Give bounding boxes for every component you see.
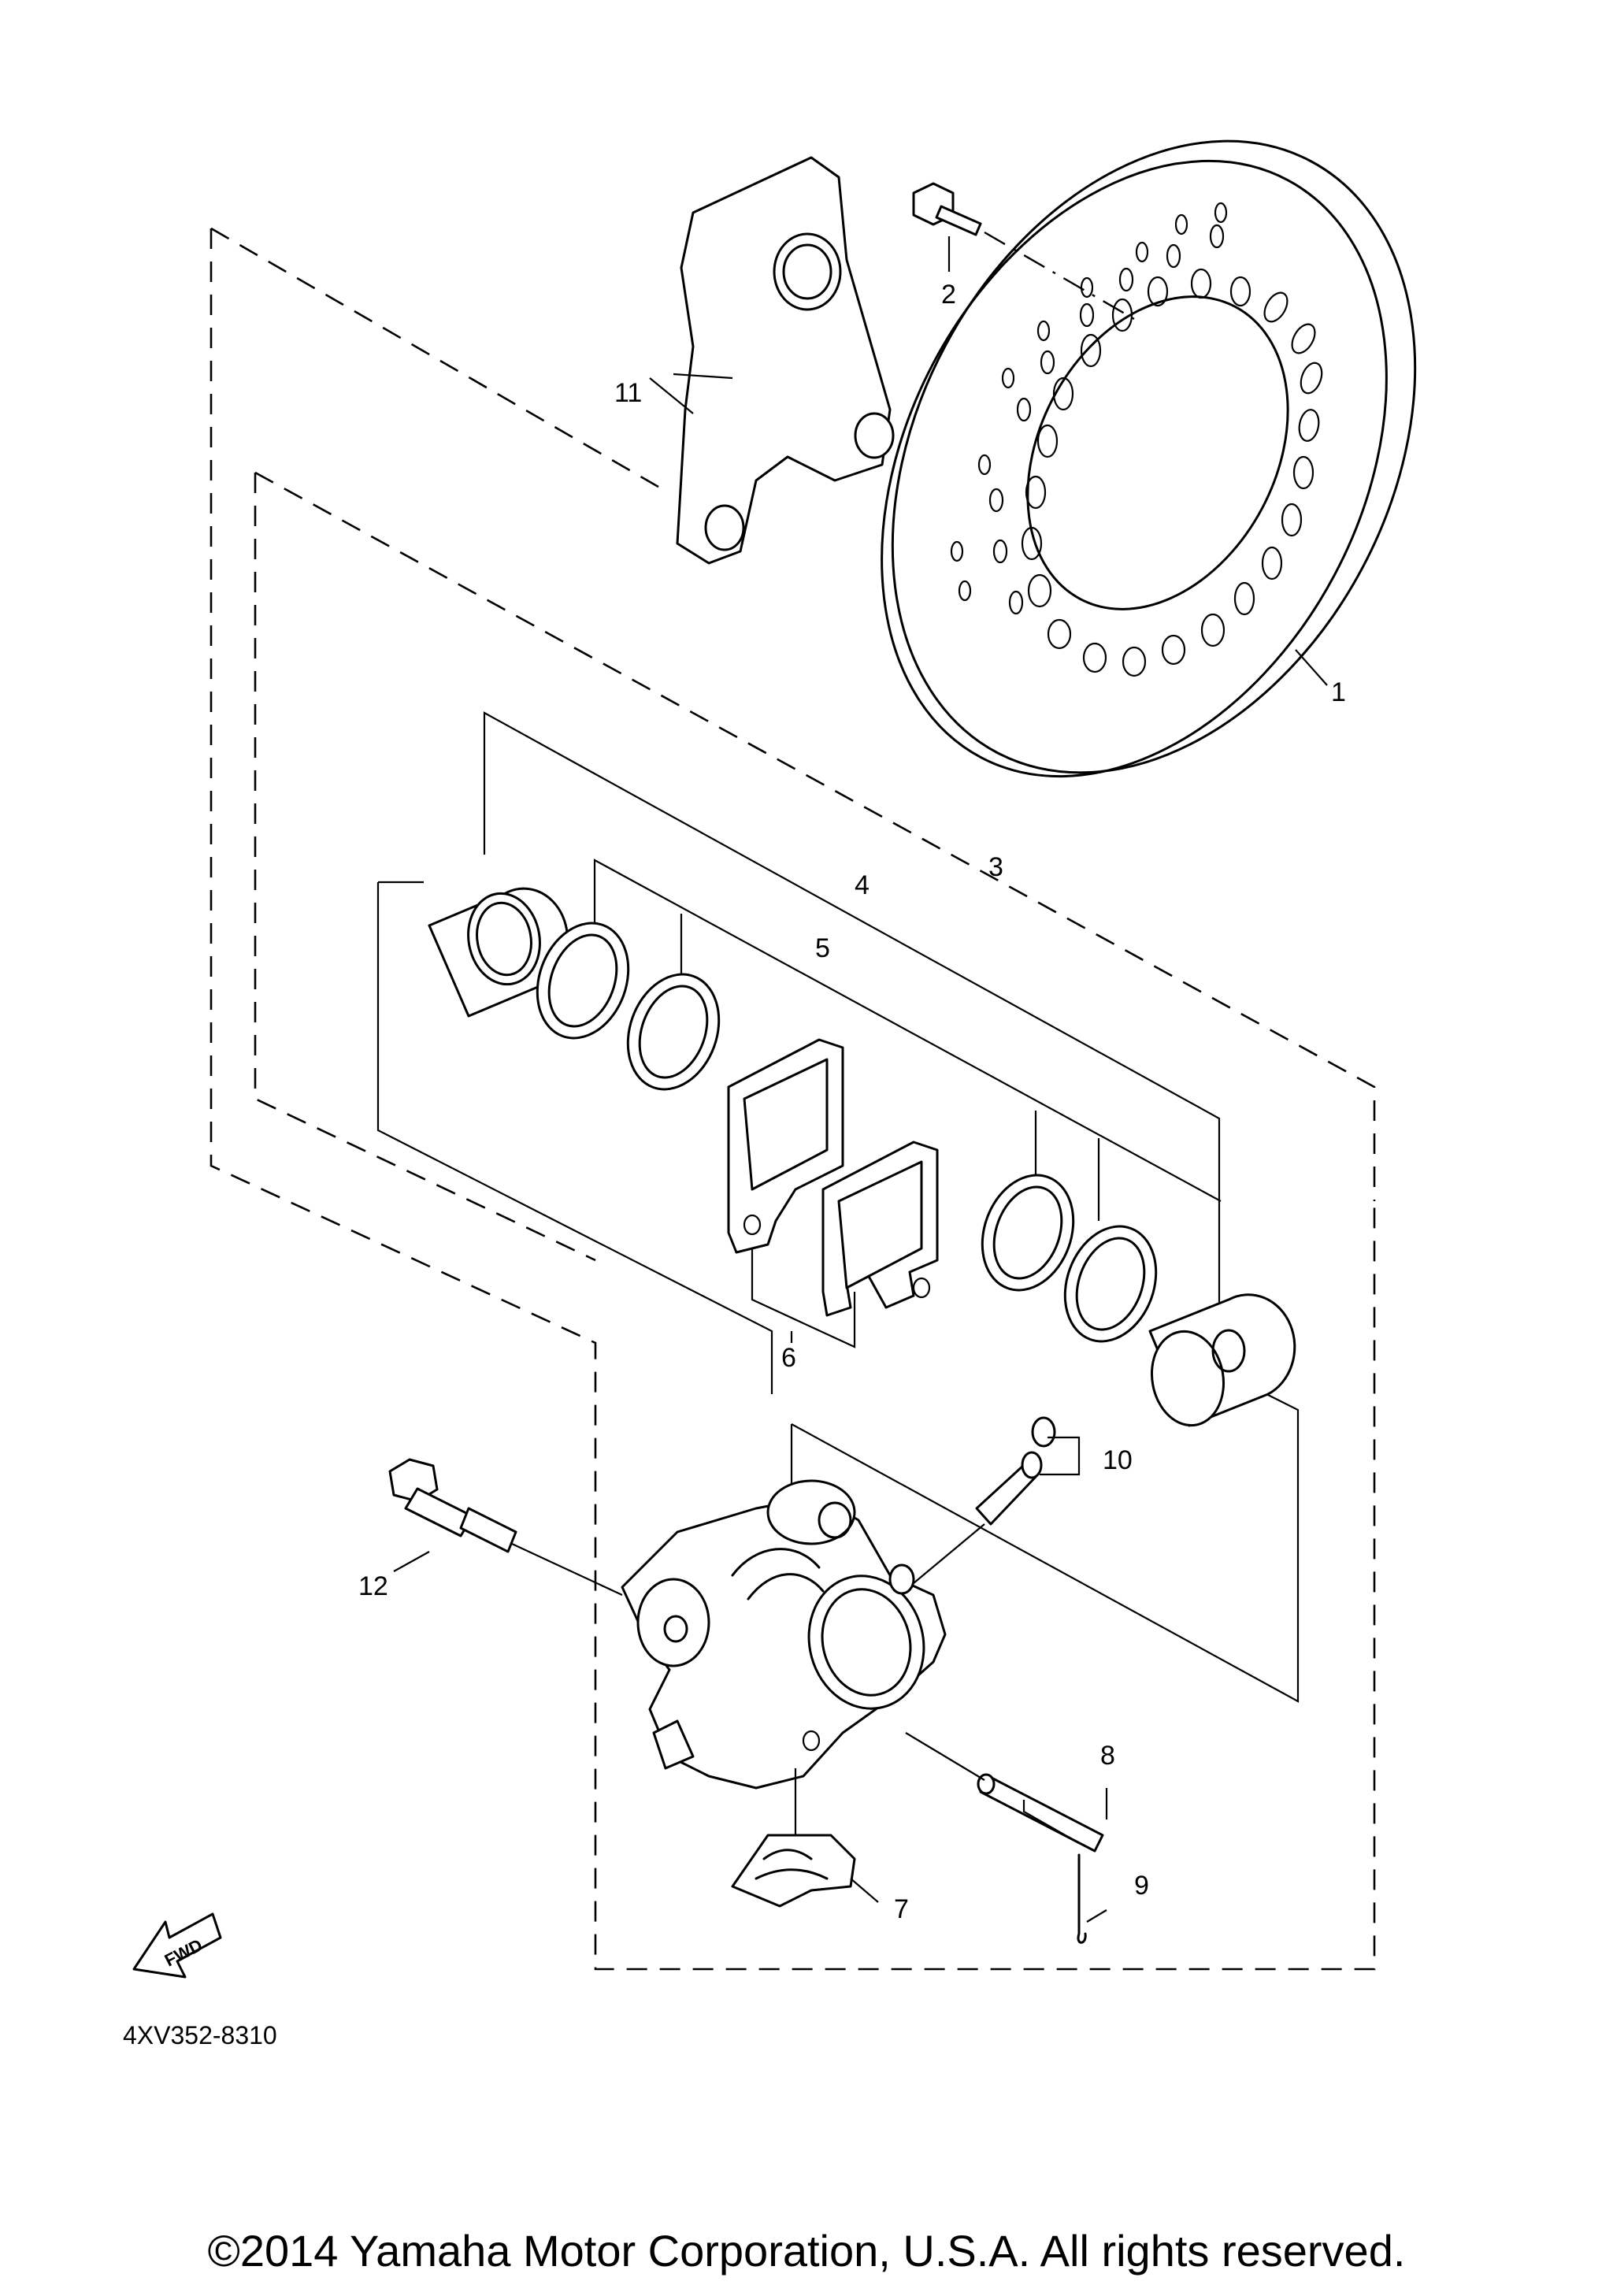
piston-seal-right (1063, 1225, 1158, 1343)
callout-9: 9 (1134, 1871, 1149, 1901)
assembly-boundary-lines (210, 227, 1376, 1971)
caliper-bracket (673, 156, 895, 565)
dust-seal-left (626, 973, 721, 1091)
callout-11: 11 (614, 378, 642, 408)
piston-seal-left (536, 922, 630, 1040)
callout-leader-lines (393, 236, 1328, 1923)
callout-5: 5 (815, 933, 830, 963)
copyright-notice: ©2014 Yamaha Motor Corporation, U.S.A. A… (207, 2226, 1406, 2276)
piston-right (1148, 1293, 1296, 1427)
brake-disc (881, 139, 1417, 778)
piston-left (428, 887, 569, 1018)
callout-4: 4 (855, 870, 870, 900)
callout-8: 8 (1100, 1741, 1115, 1771)
brake-pad-rear (821, 1141, 939, 1317)
pad-pin (905, 1732, 1104, 1853)
callout-10: 10 (1103, 1445, 1133, 1475)
disc-holes (950, 202, 1323, 677)
caliper-body (621, 1479, 947, 1790)
callout-3: 3 (988, 852, 1003, 882)
dust-seal-right (981, 1174, 1075, 1292)
callout-12: 12 (358, 1571, 388, 1601)
pad-spring (731, 1768, 856, 1908)
callout-7: 7 (894, 1894, 909, 1924)
callout-1: 1 (1331, 677, 1346, 707)
callout-labels: 1 2 3 4 5 6 7 8 9 10 11 12 (358, 280, 1346, 1924)
fwd-arrow-icon: FWD (132, 1912, 222, 1979)
bleed-screw (913, 1416, 1081, 1584)
pad-pin-clip (1077, 1853, 1087, 1944)
callout-6: 6 (781, 1343, 796, 1373)
brake-pad-front (727, 1038, 844, 1254)
callout-2: 2 (941, 280, 956, 310)
disc-bolt (912, 182, 1135, 321)
diagram-code: 4XV352-8310 (123, 2021, 277, 2049)
caliper-bolt (388, 1458, 623, 1596)
